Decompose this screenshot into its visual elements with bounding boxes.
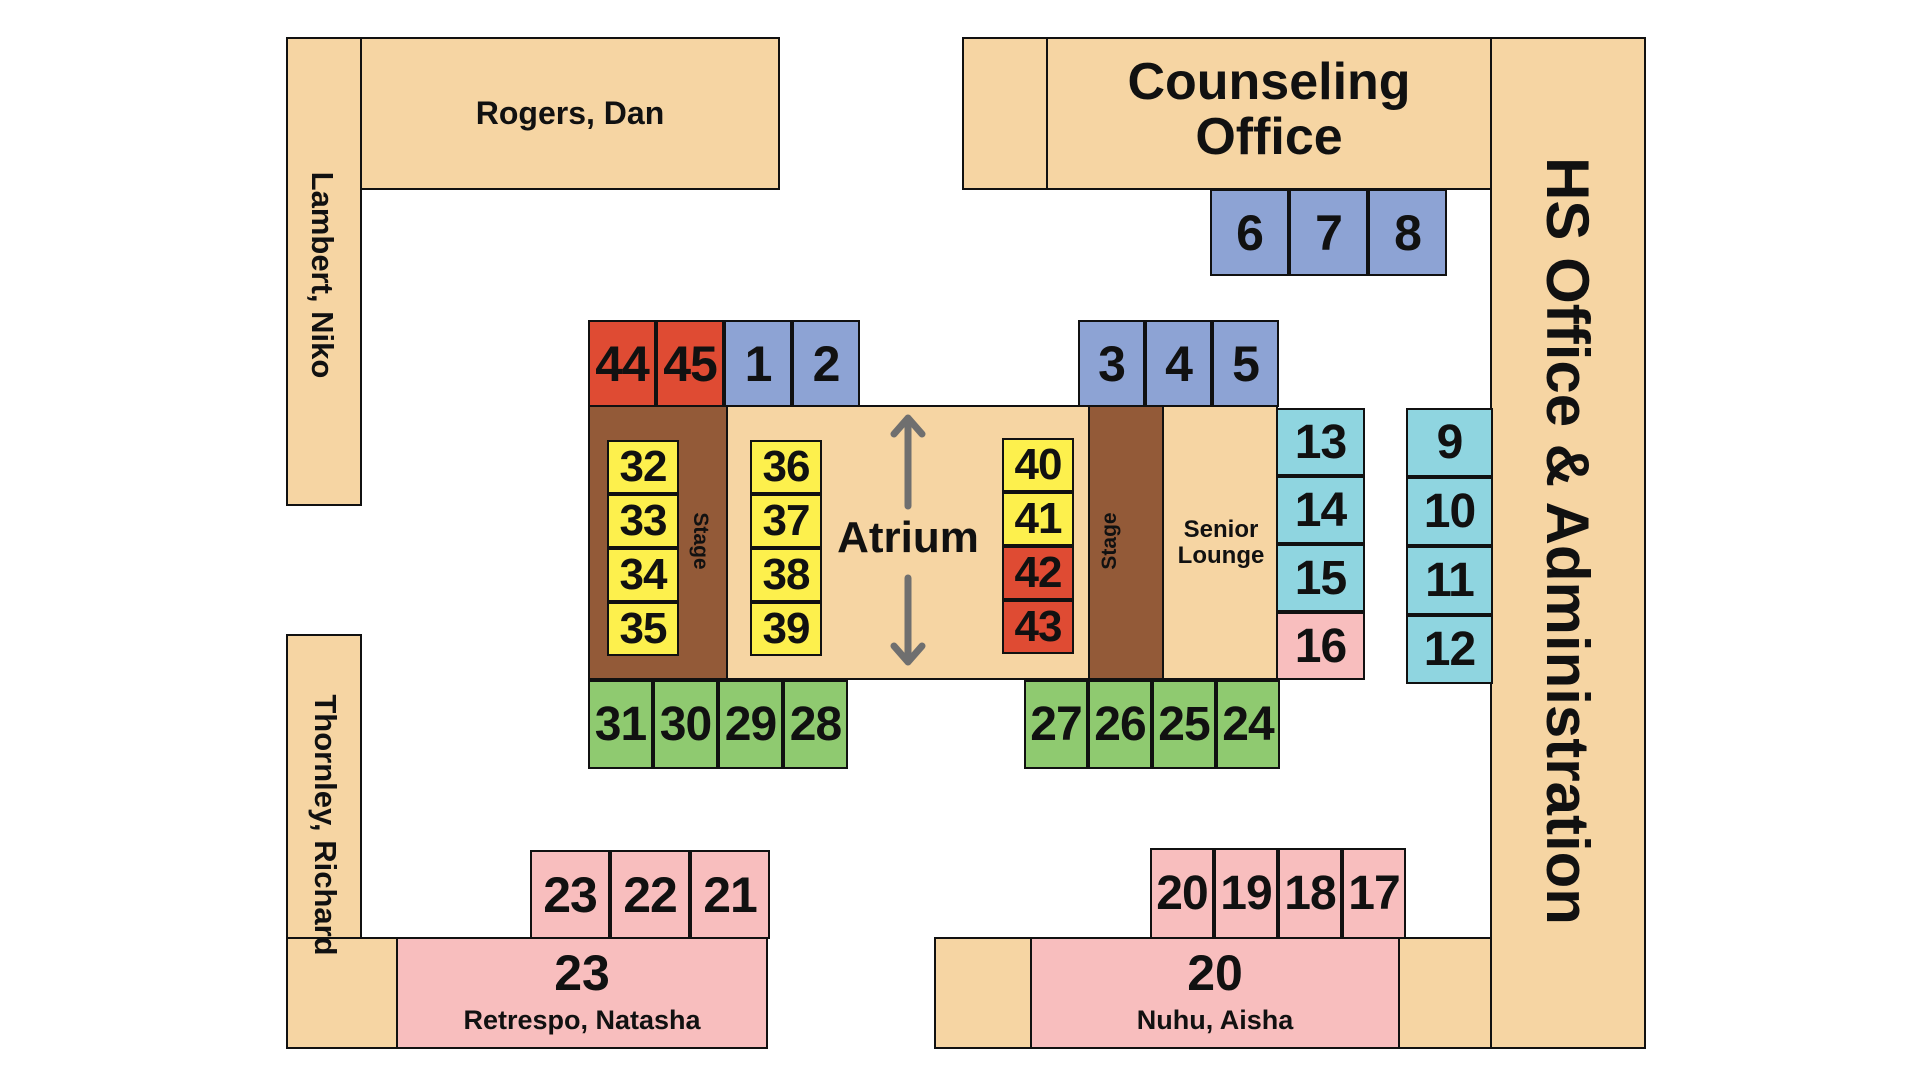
room-counseling-annex: [962, 37, 1048, 190]
room-nuhu-number: 20: [1187, 944, 1243, 1001]
booth-9-far-right-col[interactable]: 9: [1406, 408, 1493, 477]
room-counseling-label: Counseling Office: [1046, 50, 1492, 170]
atrium-arrows: [890, 414, 926, 666]
booth-31-bottom-left[interactable]: 31: [588, 680, 653, 769]
booth-1-top-left[interactable]: 1: [724, 320, 792, 407]
booth-11-far-right-col[interactable]: 11: [1406, 546, 1493, 615]
booth-34-atrium-col1[interactable]: 34: [607, 548, 679, 602]
room-nuhu-right: [1398, 937, 1492, 1049]
booth-35-atrium-col1[interactable]: 35: [607, 602, 679, 656]
room-counseling[interactable]: [1046, 37, 1492, 190]
room-lambert[interactable]: [286, 37, 362, 506]
booth-10-far-right-col[interactable]: 10: [1406, 477, 1493, 546]
booth-24-bottom-right[interactable]: 24: [1216, 680, 1280, 769]
stage-right[interactable]: [1088, 405, 1164, 680]
booth-40-atrium-col3[interactable]: 40: [1002, 438, 1074, 492]
arrow-up-icon: [890, 414, 926, 510]
booth-7-top-counsel[interactable]: 7: [1289, 189, 1368, 276]
booth-26-bottom-right[interactable]: 26: [1088, 680, 1152, 769]
booth-12-far-right-col[interactable]: 12: [1406, 615, 1493, 684]
booth-20-lower-right[interactable]: 20: [1150, 848, 1214, 939]
room-rogers-label: Rogers, Dan: [475, 94, 665, 131]
booth-5-top-right[interactable]: 5: [1212, 320, 1279, 407]
booth-38-atrium-col2[interactable]: 38: [750, 548, 822, 602]
room-hs-office-label: HS Office & Administration: [1534, 157, 1602, 925]
booth-14-right-col[interactable]: 14: [1276, 476, 1365, 544]
booth-44-top-left[interactable]: 44: [588, 320, 656, 407]
booth-30-bottom-left[interactable]: 30: [653, 680, 718, 769]
room-nuhu-name: Nuhu, Aisha: [1136, 1004, 1294, 1035]
senior-lounge-line1: Senior: [1183, 516, 1259, 544]
room-lambert-label: Lambert, Niko: [305, 171, 340, 379]
atrium-label: Atrium: [837, 512, 979, 562]
stage-left-label: Stage: [689, 512, 712, 570]
booth-18-lower-right[interactable]: 18: [1278, 848, 1342, 939]
booth-43-atrium-col3[interactable]: 43: [1002, 600, 1074, 654]
room-retrespo-name: Retrespo, Natasha: [463, 1004, 701, 1035]
senior-lounge-label: Senior Lounge: [1164, 505, 1278, 580]
room-retrespo[interactable]: [396, 937, 768, 1049]
room-nuhu-left: [934, 937, 1032, 1049]
booth-8-top-counsel[interactable]: 8: [1368, 189, 1447, 276]
booth-37-atrium-col2[interactable]: 37: [750, 494, 822, 548]
booth-23-lower-left[interactable]: 23: [530, 850, 610, 939]
booth-17-lower-right[interactable]: 17: [1342, 848, 1406, 939]
booth-29-bottom-left[interactable]: 29: [718, 680, 783, 769]
booth-6-top-counsel[interactable]: 6: [1210, 189, 1289, 276]
room-counseling-line2: Office: [1195, 108, 1343, 166]
booth-45-top-left[interactable]: 45: [656, 320, 724, 407]
booth-27-bottom-right[interactable]: 27: [1024, 680, 1088, 769]
booth-15-right-col[interactable]: 15: [1276, 544, 1365, 612]
booth-41-atrium-col3[interactable]: 41: [1002, 492, 1074, 546]
room-rogers[interactable]: [360, 37, 780, 190]
booth-25-bottom-right[interactable]: 25: [1152, 680, 1216, 769]
booth-4-top-right[interactable]: 4: [1145, 320, 1212, 407]
arrow-down-icon: [890, 574, 926, 666]
booth-19-lower-right[interactable]: 19: [1214, 848, 1278, 939]
booth-2-top-left[interactable]: 2: [792, 320, 860, 407]
room-counseling-line1: Counseling: [1127, 53, 1411, 112]
booth-33-atrium-col1[interactable]: 33: [607, 494, 679, 548]
booth-21-lower-left[interactable]: 21: [690, 850, 770, 939]
room-thornley-label: Thornley, Richard: [308, 694, 343, 956]
booth-39-atrium-col2[interactable]: 39: [750, 602, 822, 656]
booth-32-atrium-col1[interactable]: 32: [607, 440, 679, 494]
booth-16-right-col[interactable]: 16: [1276, 612, 1365, 680]
booth-22-lower-left[interactable]: 22: [610, 850, 690, 939]
booth-42-atrium-col3[interactable]: 42: [1002, 546, 1074, 600]
senior-lounge-line2: Lounge: [1177, 541, 1265, 569]
booth-28-bottom-left[interactable]: 28: [783, 680, 848, 769]
booth-36-atrium-col2[interactable]: 36: [750, 440, 822, 494]
booth-13-right-col[interactable]: 13: [1276, 408, 1365, 476]
stage-right-label: Stage: [1098, 512, 1121, 570]
room-retrespo-number: 23: [554, 944, 610, 1001]
booth-3-top-right[interactable]: 3: [1078, 320, 1145, 407]
